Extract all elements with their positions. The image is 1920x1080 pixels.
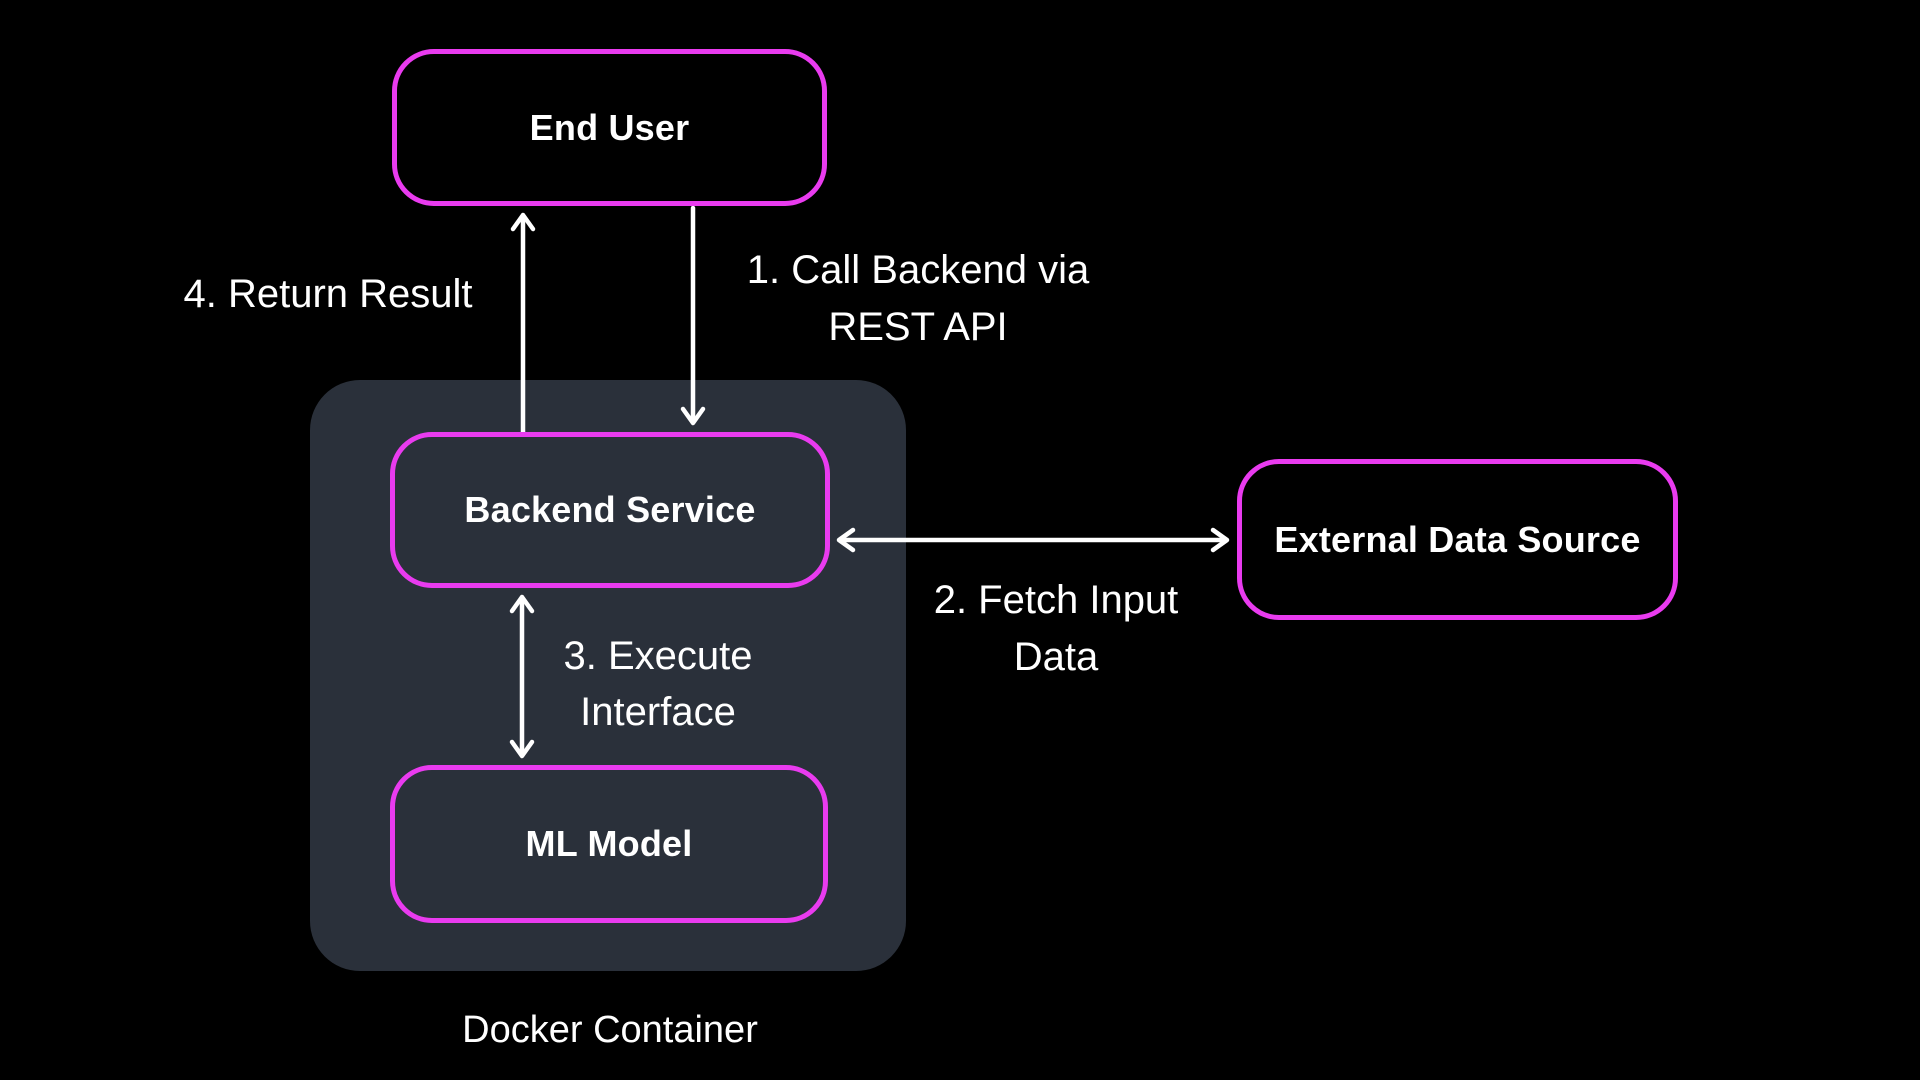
- edge-label-call-backend-line2: REST API: [828, 305, 1008, 349]
- docker-container-label-text: Docker Container: [462, 1009, 758, 1051]
- edge-label-fetch-input-line2: Data: [1013, 635, 1099, 679]
- edge-label-call-backend-line1: 1. Call Backend via: [746, 248, 1090, 292]
- node-ml-model-label: ML Model: [525, 823, 693, 864]
- node-external-data-source-label: External Data Source: [1274, 518, 1641, 560]
- docker-container-label: Docker Container: [360, 1002, 860, 1059]
- edge-label-fetch-input: 2. Fetch Input Data: [836, 572, 1276, 686]
- edge-label-fetch-input-line1: 2. Fetch Input: [933, 578, 1179, 622]
- edge-label-execute-interface-line2: Interface: [580, 690, 736, 734]
- edge-label-return-result: 4. Return Result: [88, 266, 568, 323]
- node-backend-service-label: Backend Service: [464, 489, 756, 530]
- node-ml-model: ML Model: [390, 765, 828, 923]
- edge-label-execute-interface: 3. Execute Interface: [458, 628, 858, 740]
- node-end-user: End User: [392, 49, 827, 206]
- docker-container-group: [310, 380, 906, 971]
- edge-label-call-backend: 1. Call Backend via REST API: [698, 242, 1138, 356]
- edge-label-return-result-text: 4. Return Result: [183, 272, 473, 316]
- node-backend-service: Backend Service: [390, 432, 830, 588]
- node-end-user-label: End User: [529, 106, 690, 148]
- node-external-data-source: External Data Source: [1237, 459, 1678, 620]
- edge-label-execute-interface-line1: 3. Execute: [563, 634, 753, 678]
